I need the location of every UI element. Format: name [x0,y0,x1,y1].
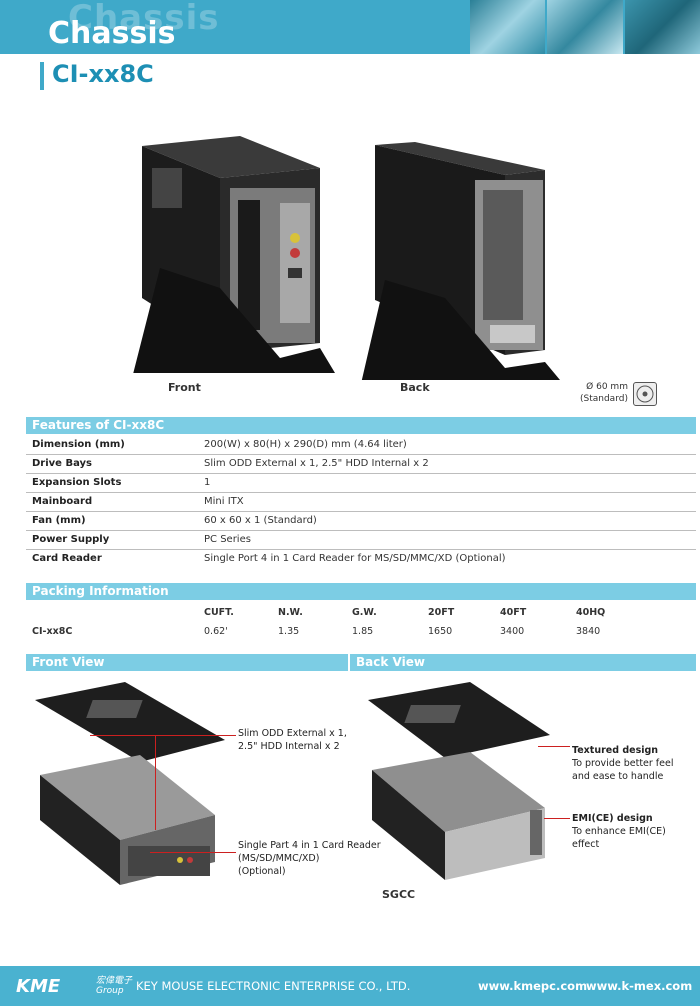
callout-textured-line2: and ease to handle [572,771,664,782]
banner-photo-2 [547,0,623,54]
spec-label: Drive Bays [32,458,92,469]
website-link-2[interactable]: www.k-mex.com [586,979,693,993]
callout-card-line3: (Optional) [238,866,286,877]
packing-value: 1650 [428,626,453,637]
callout-drive-line2: 2.5" HDD Internal x 2 [238,741,340,752]
callout-textured-line1: To provide better feel [572,758,674,769]
spec-label: Card Reader [32,553,102,564]
callout-drive-bays: Slim ODD External x 1, 2.5" HDD Internal… [238,727,347,753]
kme-logo: KME [16,976,61,997]
callout-card-reader: Single Part 4 in 1 Card Reader (MS/SD/MM… [238,839,381,878]
packing-value: 1.35 [278,626,300,637]
callout-line-card-reader [150,852,236,853]
model-title: CI-xx8C [52,60,154,88]
packing-heading: Packing Information [26,583,696,600]
front-caption: Front [168,381,201,394]
spec-label: Mainboard [32,496,93,507]
callout-line-emi [544,818,570,819]
group-label: Group [96,986,124,996]
spec-row-drive-bays: Drive Bays Slim ODD External x 1, 2.5" H… [26,455,696,474]
product-back-image [361,142,560,380]
spec-value: PC Series [204,534,251,545]
spec-value: Single Port 4 in 1 Card Reader for MS/SD… [204,553,506,564]
features-heading: Features of CI-xx8C [26,417,696,434]
spec-row-card-reader: Card Reader Single Port 4 in 1 Card Read… [26,550,696,568]
back-caption: Back [400,381,430,394]
packing-col-header: 40HQ [576,607,606,618]
packing-col-header: N.W. [278,607,303,618]
fan-icon [633,382,657,406]
footer: KME 宏偉電子 Group KEY MOUSE ELECTRONIC ENTE… [0,966,700,1006]
sgcc-label: SGCC [382,888,416,901]
spec-row-dimension: Dimension (mm) 200(W) x 80(H) x 290(D) m… [26,436,696,455]
packing-col-header: CUFT. [204,607,234,618]
callout-line-textured [538,746,570,747]
spec-label: Dimension (mm) [32,439,125,450]
spec-row-mainboard: Mainboard Mini ITX [26,493,696,512]
packing-col-header: G.W. [352,607,377,618]
fan-standard: (Standard) [580,394,628,404]
callout-emi-title: EMI(CE) design [572,813,653,824]
front-view-image [35,682,225,885]
packing-row-label: CI-xx8C [32,626,73,637]
spec-row-fan: Fan (mm) 60 x 60 x 1 (Standard) [26,512,696,531]
website-link-1[interactable]: www.kmepc.com [478,979,588,993]
spec-row-expansion-slots: Expansion Slots 1 [26,474,696,493]
banner-photo-strip [468,0,700,54]
back-view-heading: Back View [350,654,696,671]
spec-row-power-supply: Power Supply PC Series [26,531,696,550]
spec-label: Fan (mm) [32,515,86,526]
group-cn: 宏偉電子 [96,976,133,986]
front-view-heading: Front View [26,654,348,671]
model-title-bar [40,62,44,90]
callout-emi: EMI(CE) design To enhance EMI(CE) effect [572,812,666,851]
callout-emi-line2: effect [572,839,600,850]
packing-value: 3840 [576,626,601,637]
spec-value: 1 [204,477,211,488]
banner-ghost-title: Chassis [68,0,220,38]
callout-card-line1: Single Part 4 in 1 Card Reader [238,840,381,851]
callout-drive-line1: Slim ODD External x 1, [238,728,347,739]
packing-value: 0.62' [204,626,228,637]
fan-size: Ø 60 mm [586,382,628,392]
packing-value: 3400 [500,626,525,637]
callout-card-line2: (MS/SD/MMC/XD) [238,853,320,864]
spec-label: Power Supply [32,534,110,545]
callout-textured-title: Textured design [572,745,659,756]
packing-col-header: 20FT [428,607,455,618]
callout-line-drive-vertical [155,735,156,830]
callout-textured: Textured design To provide better feel a… [572,744,674,783]
header-banner: Chassis Chassis [0,0,700,54]
group-mark: 宏偉電子 Group [96,976,132,996]
packing-col-header: 40FT [500,607,527,618]
spec-label: Expansion Slots [32,477,122,488]
back-view-image [368,682,550,880]
spec-value: Slim ODD External x 1, 2.5" HDD Internal… [204,458,429,469]
callout-emi-line1: To enhance EMI(CE) [572,826,666,837]
company-name: KEY MOUSE ELECTRONIC ENTERPRISE CO., LTD… [136,979,411,993]
product-front-image [133,136,335,373]
spec-value: 60 x 60 x 1 (Standard) [204,515,317,526]
spec-value: Mini ITX [204,496,244,507]
spec-value: 200(W) x 80(H) x 290(D) mm (4.64 liter) [204,439,407,450]
banner-photo-3 [624,0,700,54]
packing-value: 1.85 [352,626,374,637]
banner-photo-1 [470,0,546,54]
banner-title: Chassis [48,16,176,51]
fan-note: Ø 60 mm (Standard) [580,381,628,405]
callout-line-drive [90,735,236,736]
